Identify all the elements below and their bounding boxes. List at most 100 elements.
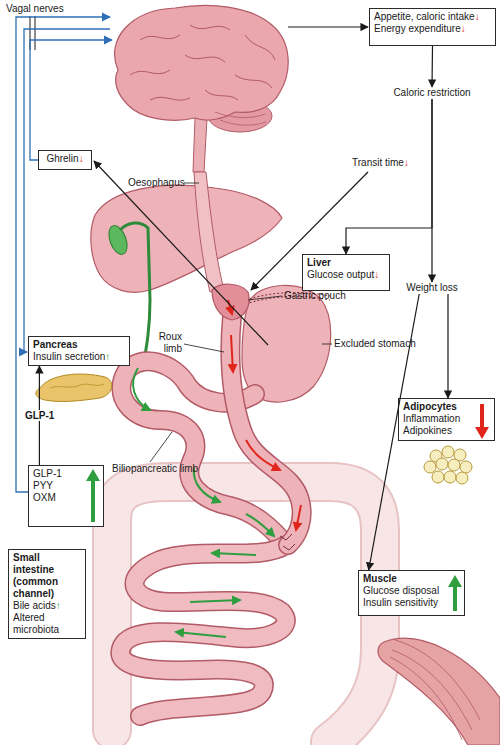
box-heading: Liver [307,257,385,269]
fat-cell [444,471,456,483]
limb-fill [230,316,301,545]
trend-arrow: ↓ [461,23,466,34]
muscle-arm [378,638,500,745]
anastomosis-staples [280,534,295,550]
hormone-box: Ghrelin↓ [38,150,92,170]
box-text: OXM [33,492,99,504]
fat-cell [442,446,454,458]
signal-line [30,40,112,160]
box-text: Glucose output↓ [307,269,385,281]
flow-arrow [431,99,432,282]
organ-effect-box: MuscleGlucose disposalInsulin sensitivit… [358,570,465,616]
flow-step: Caloric restriction [382,87,482,99]
bile-arrow [133,368,150,410]
vagal-nerve-lines [30,16,35,50]
organ-effect-box: LiverGlucose output↓ [302,254,390,291]
muscle-fibres [390,640,480,740]
leader-line [150,432,172,462]
bile-arrow [246,514,274,536]
trend-arrow: ↑ [105,351,110,362]
signal-line [24,29,110,352]
adipocyte-cluster [424,446,472,484]
flow-arrow [346,99,432,254]
box-text: Caloric restriction [382,87,482,99]
bile-arrow [176,632,226,637]
brain-gyri [130,25,275,100]
box-text: PYY [33,480,99,492]
box-text: Bile acids↑ [13,600,81,612]
nerve-label: Vagal nerves [6,3,86,15]
liver [91,185,282,292]
box-text: Appetite, caloric intake↓ [374,11,491,23]
brain-output-arrow [288,26,368,27]
effect-box: Appetite, caloric intake↓Energy expendit… [369,8,496,46]
brainstem [193,118,207,172]
leader-line [248,296,282,300]
leader-line [322,344,332,345]
box-heading: Adipocytes [403,401,490,413]
fat-cell [436,458,448,470]
trend-arrow: ↓ [374,269,379,280]
bile-arrow [190,600,240,602]
fat-cell [456,472,468,484]
trend-arrow: ↓ [79,153,84,164]
muscle-shape [378,638,500,745]
leader-line [184,183,199,184]
trend-arrow: ↓ [475,11,480,22]
intestine-fill [120,545,286,716]
intestine-outline [120,545,286,716]
part-label: Oesophagus [128,177,188,189]
hormone-box: GLP-1PYYOXM [28,465,104,527]
pancreas-texture [50,384,104,388]
leader-line [184,344,224,352]
box-text: Adipokines [403,425,490,437]
box-heading: Small intestine (common channel) [13,552,81,600]
food-arrow [246,440,280,470]
box-text: Glucose disposal [363,585,460,597]
common-channel [120,545,286,716]
ghrelin-arrow [94,161,268,345]
gastric-pouch [212,284,249,320]
organ-effect-box: PancreasInsulin secretion↑ [28,336,130,366]
cerebrum [115,5,289,120]
food-arrow [296,505,301,530]
box-text: Insulin secretion↑ [33,351,125,363]
brain [115,5,289,172]
oesophagus [194,172,224,292]
box-text: Inflammation [403,413,490,425]
part-label: Biliopancreatic limb [112,463,222,475]
limb-outline [230,316,301,545]
edge-label: GLP-1 [24,410,55,422]
box-heading: Muscle [363,573,460,585]
roux-limb [230,316,301,545]
organ-effect-box: Small intestine (common channel)Bile aci… [8,549,86,639]
fat-cell [424,461,436,473]
bile-arrow [212,553,256,555]
pancreas-organ [36,374,112,401]
effect-label: Transit time↓ [352,157,432,169]
box-text: Energy expenditure↓ [374,23,491,35]
cerebellum-folds [215,112,266,125]
bile-flow-arrows [133,368,274,637]
trend-arrow: ↑ [56,600,61,611]
part-label: Roux limb [150,331,182,354]
fat-cell [432,471,444,483]
box-text: GLP-1 [33,468,99,480]
food-flow-arrows [228,300,301,530]
fat-cell [460,461,472,473]
organ-effect-box: AdipocytesInflammationAdipokines [398,398,495,441]
flow-step: Weight loss [400,282,464,294]
fat-cell [448,459,460,471]
box-text: Ghrelin↓ [43,153,87,165]
part-label: Gastric pouch [284,290,364,302]
flow-arrow [447,294,448,398]
box-text: Altered microbiota [13,612,81,636]
gallbladder [105,223,130,257]
trend-arrow: ↓ [404,157,409,168]
box-text: Weight loss [400,282,464,294]
box-heading: Pancreas [33,339,125,351]
box-text: Insulin sensitivity [363,597,460,609]
food-arrow [231,335,233,372]
flow-arrow [431,46,433,87]
